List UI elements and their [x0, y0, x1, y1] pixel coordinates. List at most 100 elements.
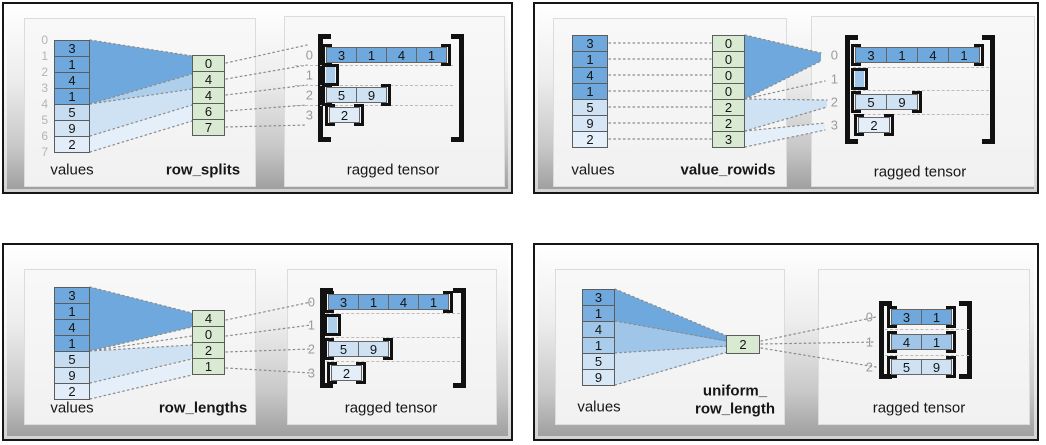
fan-shape-xlight: [90, 361, 192, 399]
value-cell: 4: [54, 319, 90, 336]
tensor-cell: 5: [855, 94, 887, 110]
outer-bracket-right: [453, 288, 466, 388]
param-cell: 0: [712, 51, 745, 68]
tensor-row: 5 9: [887, 356, 956, 378]
connector-overlay: [89, 39, 308, 153]
row-separator: [326, 313, 460, 314]
value-cell: 9: [582, 369, 615, 386]
tensor-row: 3 1 4 1: [322, 44, 451, 66]
empty-row-fill: [328, 317, 337, 333]
row-label: 0: [865, 309, 873, 325]
outer-bracket-left: [318, 34, 331, 142]
values-label: values: [571, 161, 615, 179]
tensor-row-empty: [851, 68, 868, 90]
tensor-label: ragged tensor: [346, 161, 440, 179]
row-separator: [885, 329, 969, 330]
row-label: 0: [305, 47, 313, 63]
value-cell: 3: [582, 289, 615, 306]
tensor-row: 3 1 4 1: [851, 44, 984, 66]
row-separator: [885, 355, 969, 356]
tensor-cell: 3: [326, 47, 357, 63]
value-cell: 1: [54, 303, 90, 320]
row-label: 3: [305, 107, 313, 123]
fan-shape-light: [90, 345, 192, 383]
tensor-cell: 1: [418, 294, 449, 310]
uniform-row-length-cell: 2: [726, 335, 760, 354]
tensor-row: 3 1 4 1: [324, 291, 453, 313]
row-lengths-column: 4 0 2 1: [192, 310, 225, 375]
fan-shape-light: [615, 347, 727, 385]
param-cell: 0: [712, 83, 745, 100]
row-separator: [853, 90, 989, 91]
outer-bracket-right: [982, 35, 995, 144]
fan-shape-dark: [90, 287, 192, 351]
outer-bracket-right: [959, 301, 972, 379]
tensor-cell: 1: [921, 334, 952, 350]
value-cell: 1: [572, 51, 608, 68]
tensor-cell: 1: [416, 47, 447, 63]
boundary-index-column: 0 1 2 3 4 5 6 7: [28, 32, 48, 160]
outer-bracket-left: [879, 301, 892, 379]
dotted-lines: [89, 39, 308, 153]
param-cell: 7: [192, 119, 225, 136]
value-cell: 5: [572, 99, 608, 116]
param-cell: 0: [712, 67, 745, 84]
tensor-cell: 9: [358, 341, 389, 357]
dotted-lines: [614, 288, 877, 386]
value-cell: 3: [54, 40, 90, 57]
values-label: values: [577, 398, 621, 416]
value-cell: 3: [572, 35, 608, 52]
tensor-row: 2: [854, 114, 894, 136]
boundary-index: 2: [41, 65, 48, 79]
boundary-index: 5: [41, 113, 48, 127]
quadrant-row-lengths: 3 1 4 1 5 9 2 4 0 2 1 values row_lengths…: [2, 243, 513, 441]
tensor-label: ragged tensor: [344, 399, 438, 417]
outer-bracket-left: [320, 288, 333, 388]
param-cell: 4: [192, 310, 225, 327]
row-separator: [326, 361, 460, 362]
param-cell: 2: [712, 99, 745, 116]
tensor-row: 5 9: [324, 338, 393, 360]
tensor-row: 5 9: [851, 91, 922, 113]
values-column: 3 1 4 1 5 9 2: [54, 40, 90, 153]
connector-overlay: [89, 286, 312, 400]
empty-row-fill: [326, 67, 335, 83]
boundary-index: 6: [41, 129, 48, 143]
tensor-cell: 3: [891, 309, 922, 325]
quadrant-value-rowids: 3 1 4 1 5 9 2 0 0 0 0 2 2 3 values value…: [533, 2, 1039, 194]
tensor-cell: 3: [328, 294, 359, 310]
fan-shape-dark: [615, 289, 727, 342]
row-separator: [295, 85, 453, 86]
row-label: 2: [830, 94, 838, 110]
value-cell: 1: [54, 335, 90, 352]
value-cell: 4: [572, 67, 608, 84]
row-label: 2: [305, 87, 313, 103]
value-cell: 1: [54, 88, 90, 105]
tensor-cell: 1: [358, 294, 389, 310]
tensor-cell: 3: [855, 47, 887, 63]
quadrant-row-splits: 0 1 2 3 4 5 6 7 3 1 4 1 5 9 2 0 4 4 6 7 …: [2, 2, 513, 194]
tensor-cell: 2: [858, 117, 890, 133]
tensor-cell: 1: [948, 47, 980, 63]
tensor-cell: 4: [388, 294, 419, 310]
param-cell: 0: [712, 35, 745, 52]
row-separator: [295, 105, 453, 106]
fan-shape-xlight: [90, 105, 192, 152]
row-splits-column: 0 4 4 6 7: [192, 55, 225, 136]
method-label-line2: row_length: [694, 400, 776, 418]
param-cell: 4: [192, 87, 225, 104]
row-separator: [853, 67, 989, 68]
row-label: 3: [830, 117, 838, 133]
tensor-cell: 5: [328, 341, 359, 357]
tensor-cell: 5: [326, 87, 357, 103]
tensor-row: 5 9: [322, 84, 391, 106]
connector-overlay: [614, 288, 877, 386]
fan-shape-dark: [90, 40, 192, 104]
boundary-index: 7: [41, 145, 48, 159]
tensor-cell: 9: [921, 359, 952, 375]
tensor-row-empty: [324, 314, 341, 336]
outer-bracket-right: [451, 34, 464, 142]
param-cell: 2: [192, 342, 225, 359]
value-cell: 4: [54, 72, 90, 89]
row-label: 2: [307, 341, 315, 357]
